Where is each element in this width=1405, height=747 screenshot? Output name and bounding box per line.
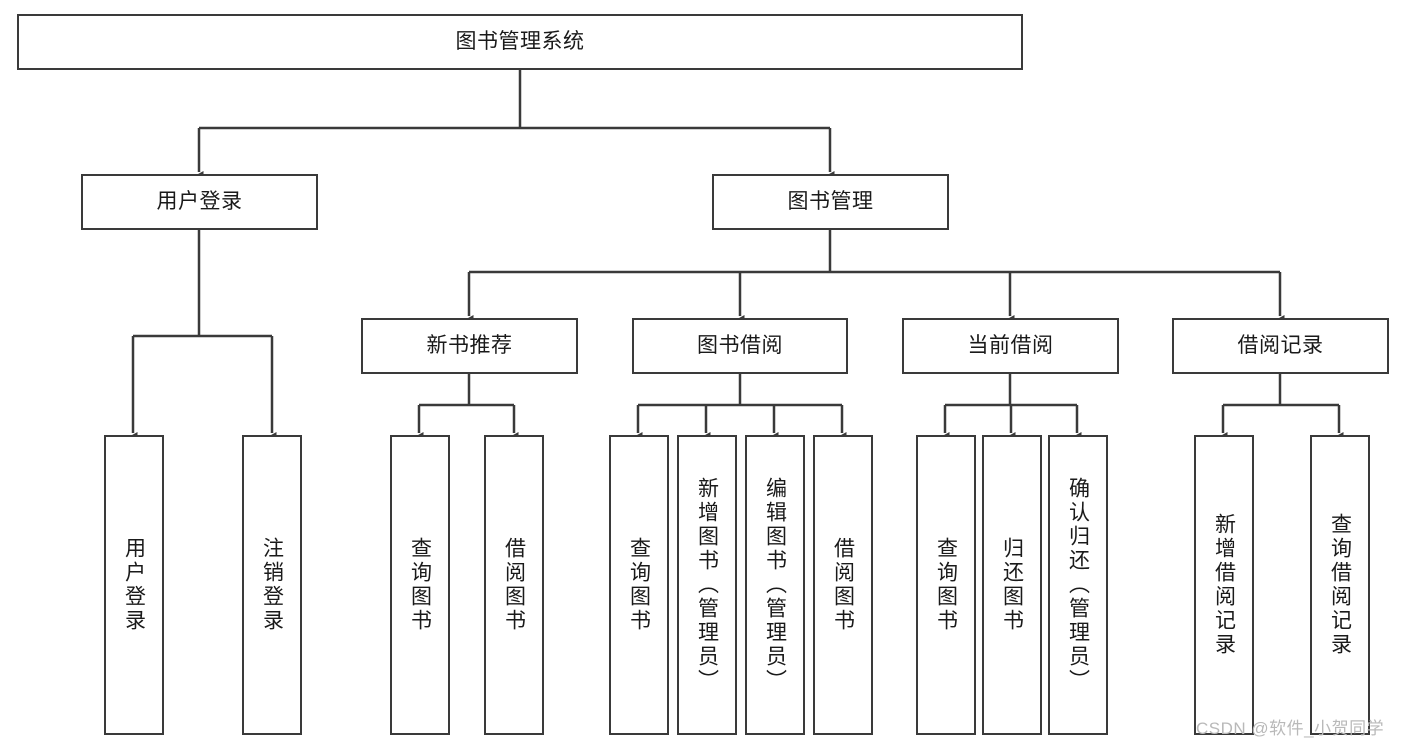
node-leaf-query-record[interactable]: 查询借阅记录 xyxy=(1310,435,1370,735)
csdn-watermark: CSDN @软件_小贺同学 xyxy=(1196,719,1385,738)
node-leaf-confirm-return[interactable]: 确认归还（管理员） xyxy=(1048,435,1108,735)
node-leaf-add-book[interactable]: 新增图书（管理员） xyxy=(677,435,737,735)
node-newbook[interactable]: 新书推荐 xyxy=(361,318,578,374)
node-login[interactable]: 用户登录 xyxy=(81,174,318,230)
node-leaf-borrow-book-2[interactable]: 借阅图书 xyxy=(813,435,873,735)
node-label: 用户登录 xyxy=(122,537,146,633)
node-leaf-add-record[interactable]: 新增借阅记录 xyxy=(1194,435,1254,735)
node-borrow[interactable]: 图书借阅 xyxy=(632,318,848,374)
node-label: 归还图书 xyxy=(1000,537,1024,633)
node-leaf-edit-book[interactable]: 编辑图书（管理员） xyxy=(745,435,805,735)
node-label: 确认归还（管理员） xyxy=(1066,477,1090,693)
node-label: 编辑图书（管理员） xyxy=(763,477,787,693)
node-label: 查询图书 xyxy=(627,537,651,633)
node-label: 图书管理系统 xyxy=(455,30,585,54)
node-label: 借阅图书 xyxy=(831,537,855,633)
node-label: 借阅记录 xyxy=(1237,334,1324,358)
node-label: 当前借阅 xyxy=(967,334,1054,358)
node-leaf-query-book-2[interactable]: 查询图书 xyxy=(609,435,669,735)
node-label: 用户登录 xyxy=(156,190,243,214)
node-leaf-query-book-3[interactable]: 查询图书 xyxy=(916,435,976,735)
node-label: 借阅图书 xyxy=(502,537,526,633)
node-leaf-logout[interactable]: 注销登录 xyxy=(242,435,302,735)
node-label: 查询借阅记录 xyxy=(1328,513,1352,657)
node-current[interactable]: 当前借阅 xyxy=(902,318,1119,374)
node-records[interactable]: 借阅记录 xyxy=(1172,318,1389,374)
node-root[interactable]: 图书管理系统 xyxy=(17,14,1023,70)
node-label: 注销登录 xyxy=(260,537,284,633)
node-leaf-return-book[interactable]: 归还图书 xyxy=(982,435,1042,735)
node-label: 图书借阅 xyxy=(697,334,783,358)
node-leaf-query-book-1[interactable]: 查询图书 xyxy=(390,435,450,735)
node-label: 新增图书（管理员） xyxy=(695,477,719,693)
node-leaf-user-login[interactable]: 用户登录 xyxy=(104,435,164,735)
node-label: 图书管理 xyxy=(787,190,874,214)
node-label: 新书推荐 xyxy=(426,334,513,358)
connector-lines xyxy=(128,70,1344,442)
node-label: 新增借阅记录 xyxy=(1212,513,1236,657)
node-label: 查询图书 xyxy=(408,537,432,633)
node-label: 查询图书 xyxy=(934,537,958,633)
node-leaf-borrow-book-1[interactable]: 借阅图书 xyxy=(484,435,544,735)
node-bookmgmt[interactable]: 图书管理 xyxy=(712,174,949,230)
